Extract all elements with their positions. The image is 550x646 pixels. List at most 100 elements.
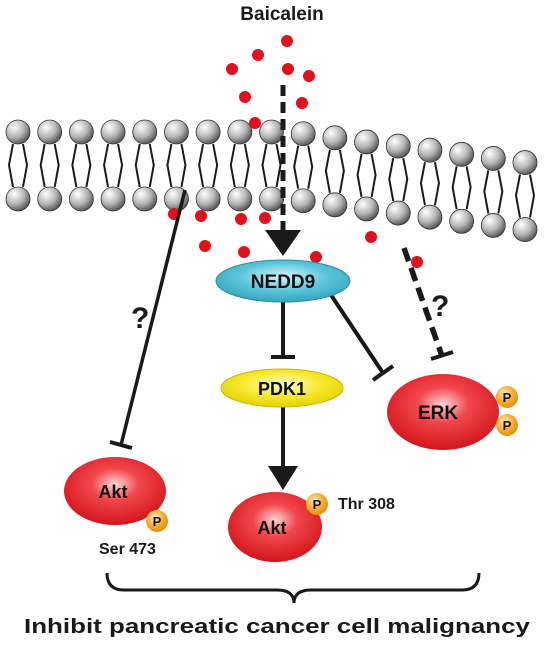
- baicalein-molecule-dot: [239, 91, 251, 103]
- lipid-tail: [451, 166, 472, 210]
- baicalein-molecule-dot: [259, 212, 271, 224]
- akt-left-label: Akt: [98, 482, 127, 502]
- baicalein-molecule-dot: [249, 117, 261, 129]
- lipid-tail: [134, 143, 155, 188]
- lipid-tail: [419, 162, 440, 206]
- outcome-bracket: [105, 572, 481, 604]
- lipid-tail: [483, 170, 504, 214]
- lipid-tail: [198, 143, 219, 188]
- lipid-head-outer: [354, 129, 379, 155]
- pdk1-node: PDK1: [220, 368, 344, 408]
- akt-center-label: Akt: [257, 518, 286, 538]
- svg-text:P: P: [503, 418, 512, 433]
- lipid-head-inner: [449, 208, 475, 234]
- lipid-head-inner: [354, 196, 379, 222]
- svg-text:P: P: [153, 514, 162, 529]
- lipid-head-inner: [132, 186, 158, 212]
- baicalein-molecule-dot: [281, 35, 293, 47]
- lipid-head-outer: [164, 119, 189, 145]
- lipid-head-inner: [512, 217, 538, 242]
- nedd9-inhibits-pdk1: [271, 300, 295, 359]
- lipid-head-inner: [37, 186, 63, 212]
- lipid-head-outer: [5, 119, 31, 145]
- akt-center-phospho: P: [306, 493, 328, 515]
- membrane-inhibits-erk-dashed-line: [401, 247, 454, 361]
- lipid-head-outer: [259, 119, 284, 145]
- baicalein-molecule-dot: [252, 49, 264, 61]
- baicalein-molecule-dot: [303, 70, 315, 82]
- nedd9-inhibits-erk: [329, 293, 395, 382]
- lipid-tail: [261, 143, 282, 188]
- outcome-text: Inhibit pancreatic cancer cell malignanc…: [24, 616, 531, 638]
- baicalein-molecule-dot: [235, 213, 247, 225]
- svg-text:P: P: [313, 497, 322, 512]
- lipid-head-inner: [68, 186, 94, 212]
- lipid-head-inner: [259, 186, 284, 212]
- membrane-inhibits-akt-line: [109, 189, 187, 450]
- lipid-tail: [39, 143, 60, 188]
- baicalein-molecule-dot: [226, 63, 238, 75]
- akt-left-phospho: P: [146, 510, 168, 532]
- svg-text:P: P: [503, 390, 512, 405]
- lipid-tail: [103, 143, 124, 188]
- cell-membrane: [5, 119, 538, 242]
- lipid-tail: [293, 145, 314, 189]
- lipid-head-outer: [227, 119, 253, 145]
- lipid-head-inner: [480, 213, 506, 238]
- unknown-mechanism-right: ?: [431, 290, 449, 323]
- pdk1-activates-akt-arrow: [268, 407, 298, 490]
- lipid-tail: [7, 143, 29, 188]
- lipid-head-inner: [385, 200, 411, 226]
- lipid-head-outer: [68, 119, 94, 145]
- lipid-tail: [71, 143, 92, 188]
- baicalein-molecule-dot: [296, 97, 308, 109]
- lipid-tail: [356, 153, 377, 198]
- lipid-head-inner: [195, 186, 221, 212]
- lipid-head-outer: [417, 137, 443, 163]
- lipid-head-inner: [5, 186, 31, 212]
- baicalein-molecule-dot: [199, 240, 211, 252]
- baicalein-molecule-dot: [282, 63, 294, 75]
- lipid-head-outer: [512, 150, 538, 175]
- akt-center-node: Akt P: [228, 492, 328, 562]
- lipid-tail: [166, 143, 187, 188]
- lipid-head-outer: [290, 121, 316, 147]
- erk-node: ERK P P: [387, 374, 518, 450]
- erk-phospho-2: P: [496, 414, 518, 436]
- unknown-mechanism-left: ?: [131, 302, 149, 335]
- erk-phospho-1: P: [496, 386, 518, 408]
- lipid-tail: [388, 157, 409, 202]
- lipid-tail: [514, 174, 536, 218]
- lipid-head-outer: [37, 119, 63, 145]
- title-baicalein: Baicalein: [240, 4, 323, 25]
- lipid-head-inner: [100, 186, 126, 212]
- baicalein-molecules: [168, 35, 423, 268]
- lipid-head-outer: [385, 133, 411, 159]
- baicalein-molecule-dot: [365, 231, 377, 243]
- lipid-head-inner: [290, 188, 316, 214]
- lipid-tail: [324, 149, 345, 194]
- baicalein-entry-arrow: [265, 85, 301, 256]
- lipid-head-inner: [417, 204, 443, 230]
- baicalein-molecule-dot: [195, 210, 207, 222]
- lipid-head-outer: [322, 125, 348, 151]
- site-ser473-label: Ser 473: [99, 541, 156, 558]
- lipid-head-outer: [100, 119, 126, 145]
- nedd9-node: NEDD9: [215, 259, 351, 303]
- lipid-head-outer: [195, 119, 221, 145]
- baicalein-molecule-dot: [411, 256, 423, 268]
- lipid-head-outer: [480, 146, 506, 171]
- akt-left-node: Akt P: [64, 457, 168, 532]
- site-thr308-label: Thr 308: [338, 496, 395, 513]
- lipid-tail: [229, 143, 250, 188]
- baicalein-molecule-dot: [238, 246, 250, 258]
- pdk1-label: PDK1: [258, 379, 306, 399]
- lipid-head-outer: [132, 119, 158, 145]
- erk-label: ERK: [418, 403, 458, 424]
- lipid-head-outer: [449, 141, 475, 167]
- lipid-head-inner: [227, 186, 253, 212]
- nedd9-label: NEDD9: [251, 272, 315, 293]
- lipid-head-inner: [322, 192, 348, 218]
- baicalein-molecule-dot: [310, 251, 322, 263]
